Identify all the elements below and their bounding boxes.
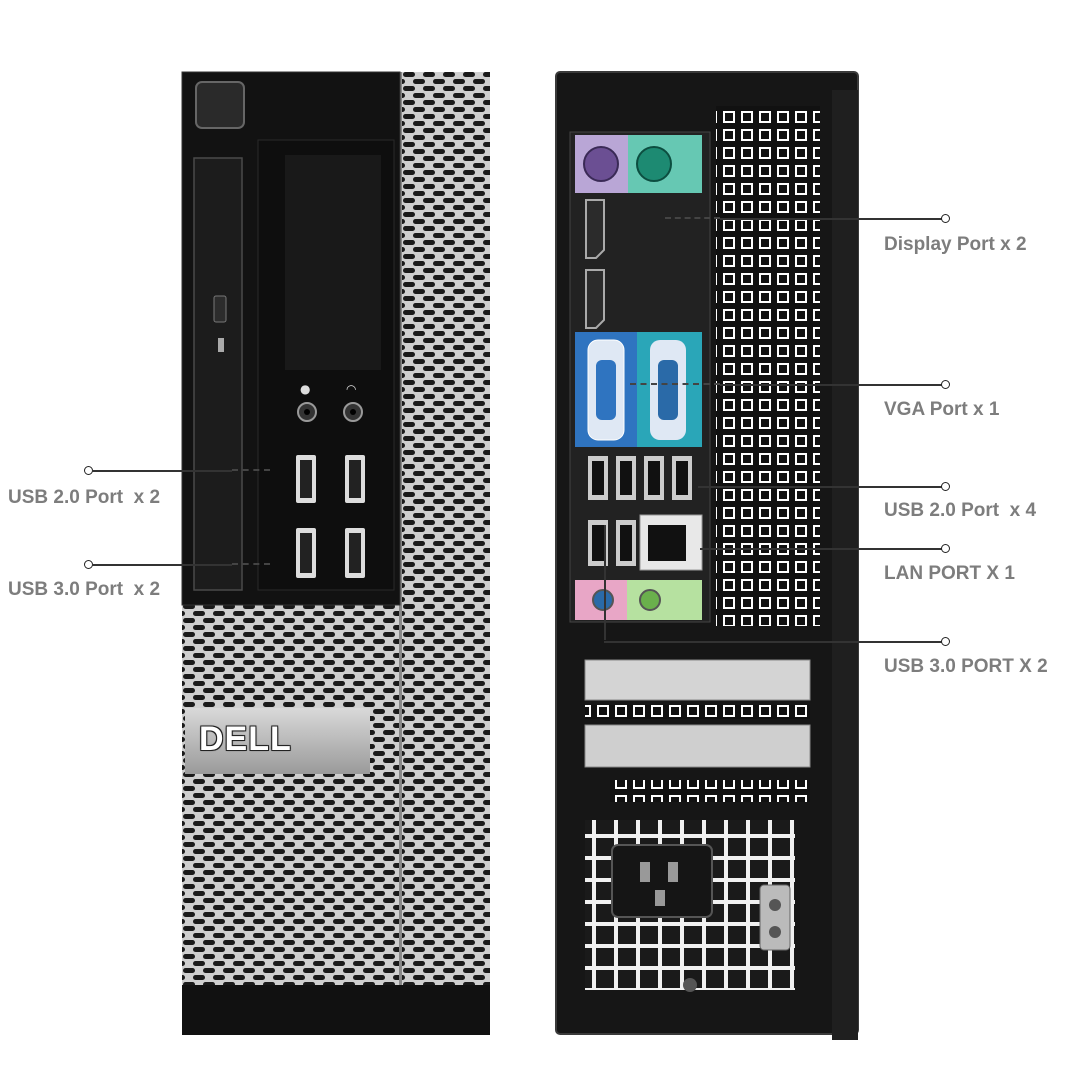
label-lan: LAN PORT X 1 bbox=[884, 563, 1015, 584]
rear-usb2-ports bbox=[588, 456, 692, 500]
label-displayport: Display Port x 2 bbox=[884, 234, 1027, 255]
callout-dot-rear-usb2 bbox=[941, 482, 950, 491]
svg-text:◠: ◠ bbox=[346, 382, 356, 396]
psu-test-button bbox=[759, 884, 791, 951]
callout-line-front-usb2 bbox=[92, 470, 232, 472]
label-rear-usb3: USB 3.0 PORT X 2 bbox=[884, 656, 1048, 677]
rear-usb3-ports bbox=[588, 520, 636, 566]
ps2-mouse-port bbox=[636, 146, 672, 182]
callout-dot-vga bbox=[941, 380, 950, 389]
callout-line-rear-usb3-vertical bbox=[604, 525, 606, 640]
rear-fan-grill bbox=[716, 106, 820, 626]
rear-mic-jack bbox=[592, 589, 614, 611]
dell-logo-text: DELL bbox=[199, 720, 292, 758]
tower-front-view: ● ◠ bbox=[181, 71, 490, 1035]
power-button bbox=[195, 81, 245, 129]
callout-leader-vga bbox=[630, 383, 720, 385]
label-vga: VGA Port x 1 bbox=[884, 399, 1000, 420]
dell-logo: DELL bbox=[185, 708, 370, 774]
power-socket bbox=[611, 844, 713, 918]
optical-drive bbox=[193, 157, 243, 591]
callout-line-rear-usb2 bbox=[698, 486, 942, 488]
callout-leader-front-usb3 bbox=[232, 563, 270, 565]
front-usb2-ports bbox=[296, 455, 365, 503]
callout-line-displayport bbox=[720, 218, 942, 220]
callout-leader-displayport bbox=[665, 217, 720, 219]
display-ports bbox=[585, 199, 605, 329]
callout-line-front-usb3 bbox=[92, 564, 232, 566]
label-rear-usb2: USB 2.0 Port x 4 bbox=[884, 500, 1037, 521]
front-mesh-bottom bbox=[182, 605, 402, 987]
svg-text:●: ● bbox=[300, 382, 310, 396]
front-usb3-ports bbox=[296, 528, 365, 578]
callout-leader-front-usb2 bbox=[232, 469, 270, 471]
expansion-slot-2 bbox=[584, 724, 811, 768]
callout-dot-rear-usb3 bbox=[941, 637, 950, 646]
callout-dot-displayport bbox=[941, 214, 950, 223]
ps2-keyboard-port bbox=[583, 146, 619, 182]
expansion-slot-1 bbox=[584, 659, 811, 701]
front-mesh-right bbox=[400, 72, 490, 987]
callout-line-lan bbox=[700, 548, 942, 550]
tower-back-view bbox=[555, 71, 859, 1040]
callout-line-rear-usb3 bbox=[604, 641, 942, 643]
callout-dot-lan bbox=[941, 544, 950, 553]
rear-line-out-jack bbox=[639, 589, 661, 611]
callout-line-vga bbox=[720, 384, 942, 386]
label-front-usb3: USB 3.0 Port x 2 bbox=[8, 579, 161, 600]
label-front-usb2: USB 2.0 Port x 2 bbox=[8, 487, 161, 508]
